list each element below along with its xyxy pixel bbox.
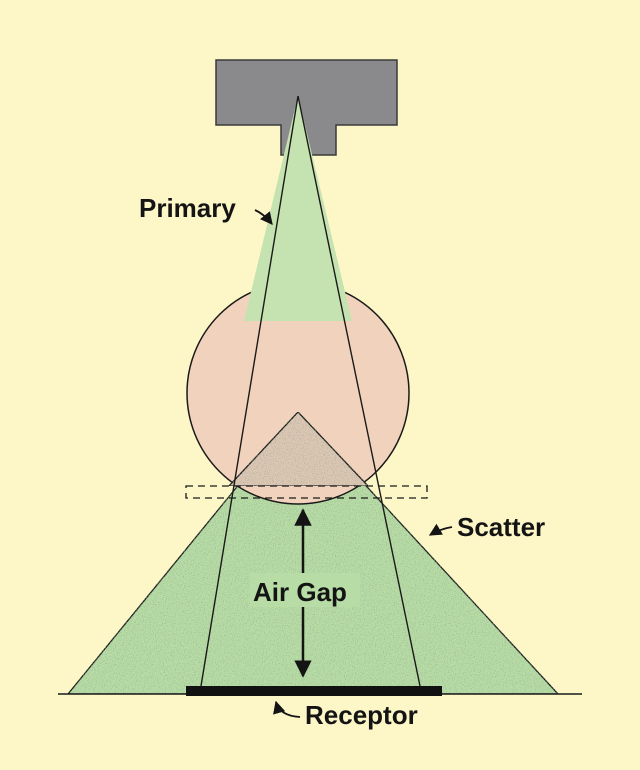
receptor-label: Receptor xyxy=(305,700,418,730)
xray-tube xyxy=(215,59,398,156)
primary-label: Primary xyxy=(139,193,236,223)
scatter-pointer xyxy=(428,523,453,536)
primary-beam-left-edge xyxy=(200,95,299,687)
dashed-plane xyxy=(185,485,428,499)
primary-beam-right-edge xyxy=(297,95,421,687)
air-gap-label-mask xyxy=(250,573,360,607)
primary-pointer xyxy=(254,209,273,225)
receptor-plate xyxy=(186,686,442,696)
receptor-pointer xyxy=(273,700,301,718)
scatter-label: Scatter xyxy=(457,512,545,542)
air-gap-label: Air Gap xyxy=(253,577,347,607)
primary-beam xyxy=(244,96,352,321)
